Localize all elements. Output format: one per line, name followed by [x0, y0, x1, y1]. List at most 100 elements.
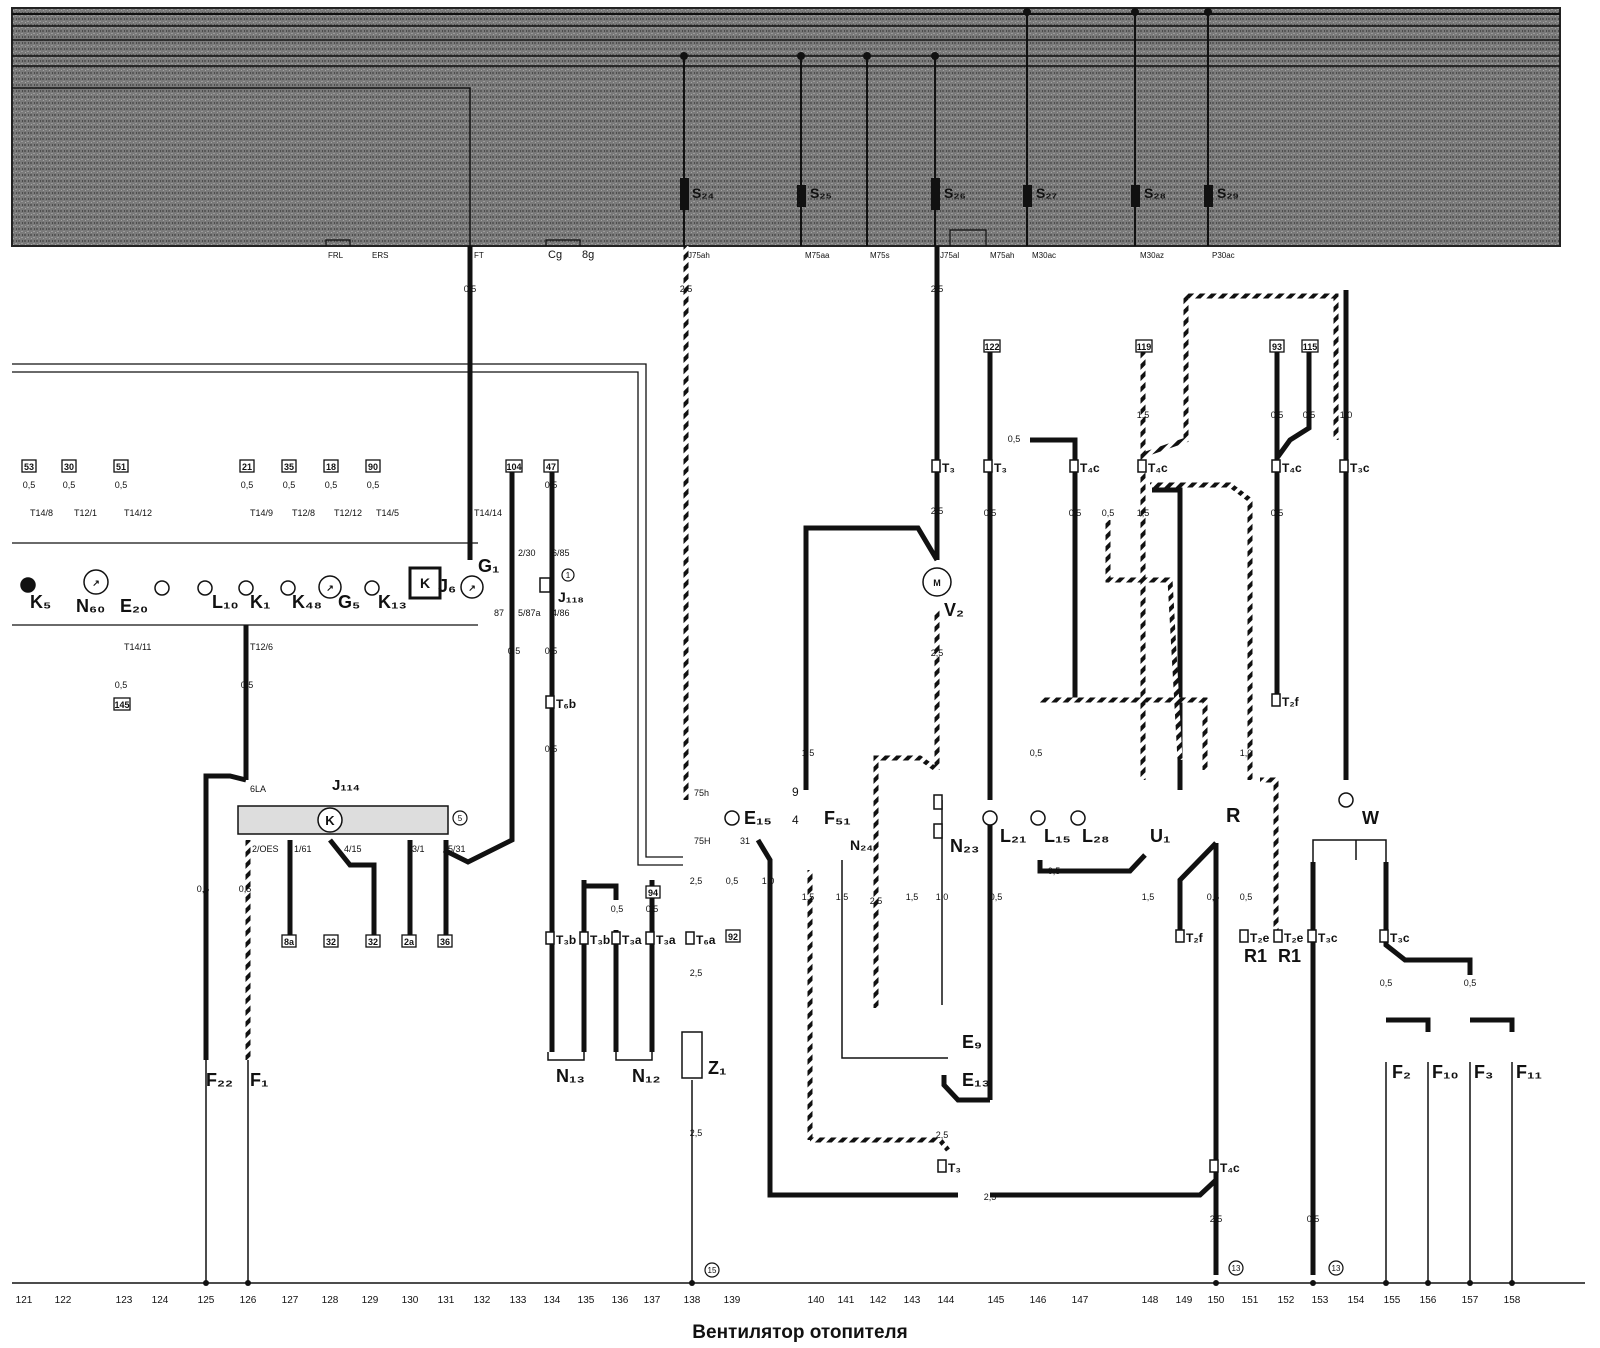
wire-size-label: 0,5: [508, 646, 521, 656]
wire-size-label: 0,5: [1240, 892, 1253, 902]
wire-size-label: 0,5: [545, 480, 558, 490]
lamp-l15-icon: [1030, 810, 1046, 826]
label-j114: J₁₁₄: [332, 777, 360, 794]
label-g5: G₅: [338, 592, 360, 612]
ruler-mark: 131: [438, 1295, 455, 1306]
ref-51: 51: [116, 462, 126, 472]
circled-ref-13b: 13: [1332, 1264, 1341, 1273]
ruler-mark: 121: [16, 1295, 33, 1306]
wire-size-label: 0,5: [464, 284, 477, 294]
terminal-8g: 8g: [582, 249, 594, 261]
ruler-mark: 123: [116, 1295, 133, 1306]
svg-text:↗: ↗: [92, 578, 100, 588]
wire-size-label: 2,5: [690, 968, 703, 978]
wire-size-label: 2,5: [931, 284, 944, 294]
svg-text:↗: ↗: [468, 583, 476, 593]
ruler-mark: 157: [1462, 1295, 1479, 1306]
ruler-mark: 140: [808, 1295, 825, 1306]
ruler-mark: 156: [1420, 1295, 1437, 1306]
lamp-k48-icon: [280, 580, 296, 596]
wire-size-label: 0,5: [545, 744, 558, 754]
gauge-g5-icon: [318, 575, 342, 599]
pin-5-87a: 5/87a: [518, 608, 541, 618]
wire-size-label: 0,5: [115, 480, 128, 490]
wire-size-label: 2,5: [984, 1192, 997, 1202]
fuse-s28-icon: [1131, 185, 1140, 207]
label-f22: F₂₂: [206, 1070, 233, 1090]
fuse-s29-icon: [1204, 185, 1213, 207]
ref-35: 35: [284, 462, 294, 472]
ref-92: 92: [728, 932, 738, 942]
circled-ref-1: 1: [566, 571, 571, 580]
wire-size-label: 1,5: [1137, 508, 1150, 518]
label-f11: F₁₁: [1516, 1062, 1542, 1082]
ref-119: 119: [1137, 342, 1152, 352]
label-t3a2: T₃a: [656, 933, 676, 947]
wire-size-label: 0,5: [1303, 410, 1316, 420]
lamp-k1-icon: [238, 580, 254, 596]
label-t3c-top: T₃c: [1350, 461, 1370, 475]
label-t6a: T₆a: [696, 933, 716, 947]
pin-6-85: 6/85: [552, 548, 570, 558]
label-n23: N₂₃: [950, 836, 979, 856]
fuse-s25-label: S₂₅: [810, 185, 832, 201]
pin-4-86: 4/86: [552, 608, 570, 618]
wire-size-label: 0,5: [1069, 508, 1082, 518]
label-t3b1: T₃b: [556, 933, 576, 947]
terminal-frl: FRL: [328, 251, 344, 260]
label-e15: E₁₅: [744, 808, 772, 828]
terminal-j75ah: J75ah: [688, 251, 710, 260]
wire-size-label: 0,5: [1008, 434, 1021, 444]
fuse-s27-label: S₂₇: [1036, 185, 1057, 201]
ref-115: 115: [1303, 342, 1318, 352]
ruler-mark: 149: [1176, 1295, 1193, 1306]
ruler-mark: 145: [988, 1295, 1005, 1306]
wire-size-label: 0,5: [1048, 866, 1061, 876]
terminal-j75al: J75al: [940, 251, 959, 260]
terminal-cg: Cg: [548, 249, 562, 261]
label-t3b-top: T₃: [994, 461, 1007, 475]
control-unit-j114: [237, 805, 449, 835]
ruler-mark: 154: [1348, 1295, 1365, 1306]
ruler-mark: 122: [55, 1295, 72, 1306]
gauge-g1-icon: [460, 575, 484, 599]
wire-size-label: 1,0: [762, 876, 775, 886]
wire-size-label: 2,5: [690, 1128, 703, 1138]
ruler-mark: 152: [1278, 1295, 1295, 1306]
pin-75h-b: 75H: [694, 836, 711, 846]
fuse-s25-icon: [797, 185, 806, 207]
ruler-mark: 143: [904, 1295, 921, 1306]
svg-text:↗: ↗: [326, 583, 334, 593]
ruler-mark: 125: [198, 1295, 215, 1306]
label-t4c-a: T₄c: [1080, 461, 1100, 475]
pin-6la: 6LA: [250, 784, 266, 794]
wire-size-label: 2,5: [936, 1130, 949, 1140]
wire-size-label: 0,5: [241, 680, 254, 690]
svg-text:K: K: [325, 813, 335, 828]
label-t3a1: T₃a: [622, 933, 642, 947]
label-n12: N₁₂: [632, 1066, 660, 1086]
label-t3-top: T₃: [942, 461, 955, 475]
ref-2a: 2a: [404, 937, 415, 947]
wire-size-label: 1,5: [1142, 892, 1155, 902]
wire-size-label: 0,5: [646, 904, 659, 914]
fuse-s24-icon: [680, 178, 689, 210]
relay-j118-icon: [539, 577, 551, 593]
pin-t14-14: T14/14: [474, 508, 502, 518]
pin-t12-6: T12/6: [250, 642, 273, 652]
wire-size-label: 2,5: [870, 896, 883, 906]
wire-size-label: 2,5: [931, 506, 944, 516]
label-j118: J₁₁₈: [558, 589, 584, 605]
motor-v2-icon: [922, 567, 952, 597]
wire-size-label: 0,5: [990, 892, 1003, 902]
wire-size-label: 0,5: [1207, 892, 1220, 902]
svg-text:M: M: [933, 578, 941, 588]
label-k13: K₁₃: [378, 592, 407, 612]
ruler-mark: 150: [1208, 1295, 1225, 1306]
fuse-panel: S₂₄ S₂₅ S₂₆ S₂₇ S₂₈ S₂₉ FRL ERS FT Cg 8g…: [11, 7, 1561, 261]
wire-size-label: 0,5: [1030, 748, 1043, 758]
wire-size-label: 0,5: [283, 480, 296, 490]
wire-size-label: 0,5: [367, 480, 380, 490]
ref-32a: 32: [326, 937, 336, 947]
ruler-mark: 126: [240, 1295, 257, 1306]
